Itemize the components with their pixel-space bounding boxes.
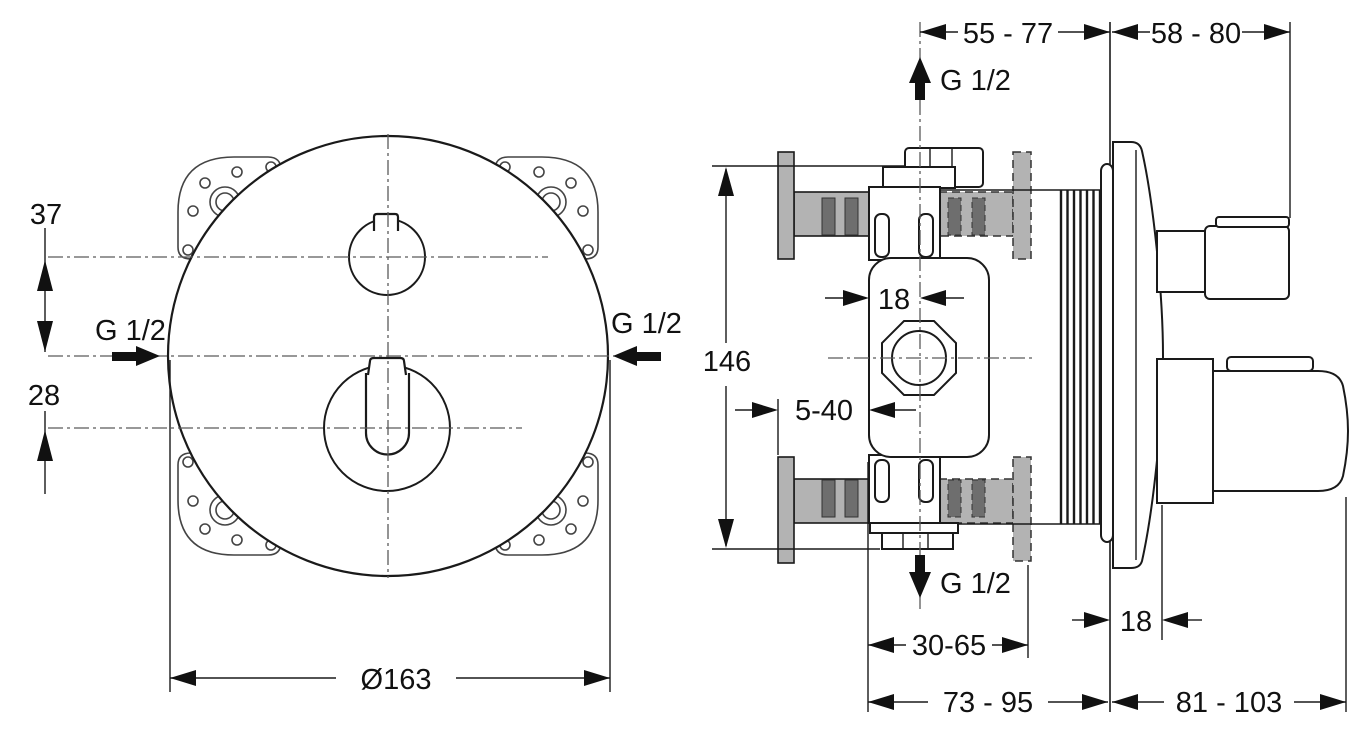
arrow-left-icon xyxy=(869,402,895,418)
arrow-up-icon xyxy=(37,260,53,291)
g12-left-label: G 1/2 xyxy=(95,315,166,347)
arrow-left-icon xyxy=(613,346,661,366)
dim-81-103-label: 81 - 103 xyxy=(1176,687,1282,719)
dimension-28: 28 xyxy=(28,380,60,494)
arrow-left-icon xyxy=(170,670,196,686)
bracket-flange-hidden xyxy=(1012,151,1032,260)
arrow-down-icon xyxy=(718,519,734,548)
g12-top-label: G 1/2 xyxy=(940,65,1011,97)
arrow-right-icon xyxy=(1084,612,1110,628)
handle-body xyxy=(1212,370,1350,492)
arrow-right-icon xyxy=(1002,637,1028,653)
arrow-right-icon xyxy=(1082,694,1108,710)
arrow-up-icon xyxy=(718,167,734,196)
temperature-handle xyxy=(1156,356,1350,504)
arrow-down-icon xyxy=(909,555,931,598)
arrow-right-icon xyxy=(584,670,610,686)
arrow-right-icon xyxy=(112,346,160,366)
inlet-right: G 1/2 xyxy=(611,308,682,366)
arrow-right-icon xyxy=(843,290,869,306)
side-view: 55 - 77 58 - 80 G 1/2 G 1/2 14 xyxy=(703,18,1350,719)
bottom-hex-nut xyxy=(881,532,954,550)
dim-18-body-label: 18 xyxy=(878,284,910,316)
front-view: 37 28 G 1/2 G 1/2 Ø163 xyxy=(28,134,682,696)
handle-stem xyxy=(1156,358,1214,504)
knob-body xyxy=(1204,225,1290,300)
knob-lip xyxy=(1215,216,1290,228)
diameter-label: Ø163 xyxy=(361,664,432,696)
g12-bottom-label: G 1/2 xyxy=(940,568,1011,600)
g12-right-label: G 1/2 xyxy=(611,308,682,340)
bottom-flange xyxy=(869,522,959,534)
dimension-5-40: 5-40 xyxy=(735,395,916,455)
dim-37-label: 37 xyxy=(30,199,62,231)
side-view-centerlines xyxy=(828,22,1032,612)
bracket-top xyxy=(777,151,1032,260)
dimension-30-65: 30-65 xyxy=(867,462,1029,712)
trim-plate xyxy=(1100,141,1165,569)
arrow-up-icon xyxy=(909,57,931,100)
screw-slot xyxy=(874,459,890,503)
screw-slot xyxy=(874,213,890,258)
dimension-diameter-163: Ø163 xyxy=(169,360,611,696)
bracket-flange xyxy=(777,151,795,260)
dim-18-wall-label: 18 xyxy=(1120,606,1152,638)
arrow-left-icon xyxy=(1112,694,1138,710)
arrow-right-icon xyxy=(1320,694,1346,710)
diverter-knob xyxy=(1156,216,1290,300)
top-flange xyxy=(882,166,956,189)
outlet-top: G 1/2 xyxy=(909,57,1011,100)
dimension-58-80: 58 - 80 xyxy=(1112,18,1290,50)
dim-73-95-label: 73 - 95 xyxy=(943,687,1033,719)
arrow-right-icon xyxy=(752,402,778,418)
arrow-right-icon xyxy=(1264,24,1290,40)
arrow-left-icon xyxy=(1112,24,1138,40)
dim-58-80-label: 58 - 80 xyxy=(1151,18,1241,50)
front-view-centerlines xyxy=(48,134,660,578)
inlet-bottom: G 1/2 xyxy=(909,555,1011,600)
dimension-55-77: 55 - 77 xyxy=(920,18,1110,50)
dimension-37: 37 xyxy=(30,199,62,352)
arrow-left-icon xyxy=(868,637,894,653)
handle-lip xyxy=(1226,356,1314,372)
dim-30-65-label: 30-65 xyxy=(912,630,986,662)
dimension-18-body: 18 xyxy=(825,284,964,316)
inlet-left: G 1/2 xyxy=(95,315,166,366)
trim-plate-backring xyxy=(1100,163,1114,543)
trim-plate-dome xyxy=(1112,141,1165,569)
dim-28-label: 28 xyxy=(28,380,60,412)
threaded-sleeve xyxy=(1059,190,1102,524)
arrow-up-icon xyxy=(37,430,53,461)
arrow-left-icon xyxy=(1162,612,1188,628)
dimension-81-103: 81 - 103 xyxy=(1112,497,1347,719)
bracket-flange-hidden xyxy=(1012,456,1032,562)
dimension-146: 146 xyxy=(703,165,905,550)
dim-146-label: 146 xyxy=(703,346,751,378)
dim-5-40-label: 5-40 xyxy=(795,395,853,427)
arrow-right-icon xyxy=(1084,24,1110,40)
bracket-flange xyxy=(777,456,795,564)
valve-body xyxy=(868,147,990,550)
arrow-down-icon xyxy=(37,321,53,352)
arrow-left-icon xyxy=(920,290,946,306)
arrow-left-icon xyxy=(868,694,894,710)
screw-slot xyxy=(918,213,934,258)
dimension-18-wall: 18 xyxy=(1072,505,1202,640)
arrow-left-icon xyxy=(920,24,946,40)
dimension-73-95: 73 - 95 xyxy=(868,687,1108,719)
knob-stem xyxy=(1156,230,1206,293)
dim-55-77-label: 55 - 77 xyxy=(963,18,1053,50)
screw-slot xyxy=(918,459,934,503)
